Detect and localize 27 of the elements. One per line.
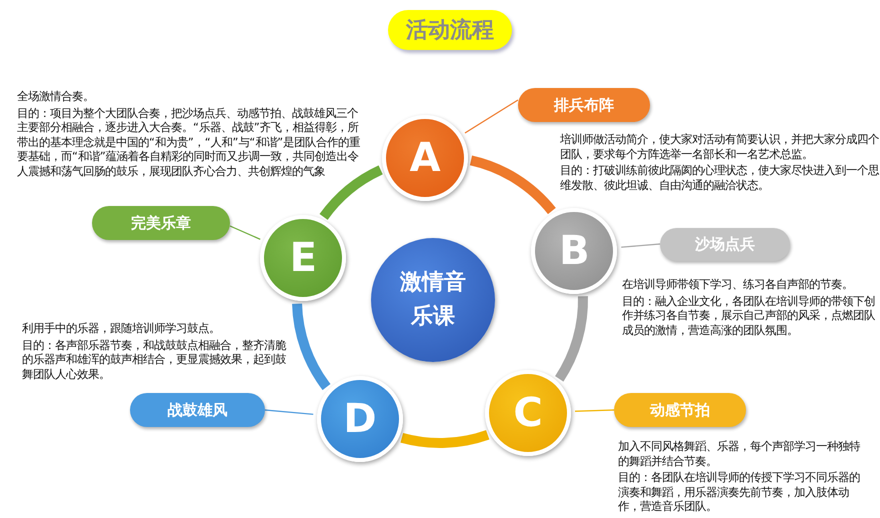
description-text: 利用手中的乐器，跟随培训师学习鼓点。 — [22, 322, 221, 336]
leader-line — [621, 243, 660, 248]
description-text: 全场激情合奏。 — [17, 90, 95, 104]
ring-arc — [292, 303, 331, 390]
leader-line — [464, 100, 518, 134]
description-text: 目的：各声部乐器节奏，和战鼓鼓点相融合，整齐清脆的乐器声和雄浑的鼓声相结合，更显震撼效果，起到鼓舞团队人心效果。 — [22, 338, 288, 382]
step-pill: 完美乐章 — [92, 206, 230, 240]
description-text: 目的：打破训练前彼此隔阂的心理状态，使大家尽快进入到一个思维发散、彼此坦诚、自由沟通的融洽状态。 — [560, 164, 880, 193]
description-text: 目的：项目为整个大团队合奏，把沙场点兵、动感节拍、战鼓雄风三个主要部分相融合，逐步进入大合奏。“乐器、战鼓”齐飞，相益得彰，所带出的基本理念就是中国的“和为贵”，“人和”与“和谐”是团队合作的重要基础，而“和谐”蕴涵着各自精彩的同时而又步调一致，共同创造出令人震撼和荡气回肠的鼓乐，展现团队齐心合力、共创辉煌的气象 — [17, 106, 362, 179]
step-pill: 战鼓雄风 — [130, 393, 265, 427]
ring-arc — [554, 296, 588, 382]
title-pill: 活动流程 — [388, 10, 512, 50]
description-text: 在培训导师带领下学习、练习各自声部的节奏。 — [622, 278, 854, 292]
step-pill: 沙场点兵 — [660, 228, 790, 261]
description-text: 加入不同风格舞蹈、乐器，每个声部学习一种独特的舞蹈并结合节奏。 — [618, 440, 862, 469]
step-pill: 排兵布阵 — [518, 88, 650, 122]
leader-line — [264, 409, 314, 415]
step-pill: 动感节拍 — [614, 393, 746, 427]
center-circle: 激情音乐课 — [371, 238, 495, 362]
ring-arc — [320, 165, 383, 220]
ring-arc — [400, 430, 490, 448]
description-text: 目的：融入企业文化，各团队在培训导师的带领下创作并练习各自节奏，展示自己声部的风采，点燃团队成员的激情，营造高涨的团队氛围。 — [622, 294, 876, 338]
leader-line — [230, 225, 260, 240]
description-text: 培训师做活动简介，使大家对活动有简要认识，并把大家分成四个团队，要求每个方阵选举一名部长和一名艺术总监。 — [560, 133, 880, 162]
ring-arc — [470, 156, 556, 214]
description-text: 目的：各团队在培训导师的传授下学习不同乐器的演奏和舞蹈，用乐器演奏先前节奏，加入肢体动作，营造音乐团队。 — [618, 471, 861, 514]
leader-line — [575, 409, 614, 412]
